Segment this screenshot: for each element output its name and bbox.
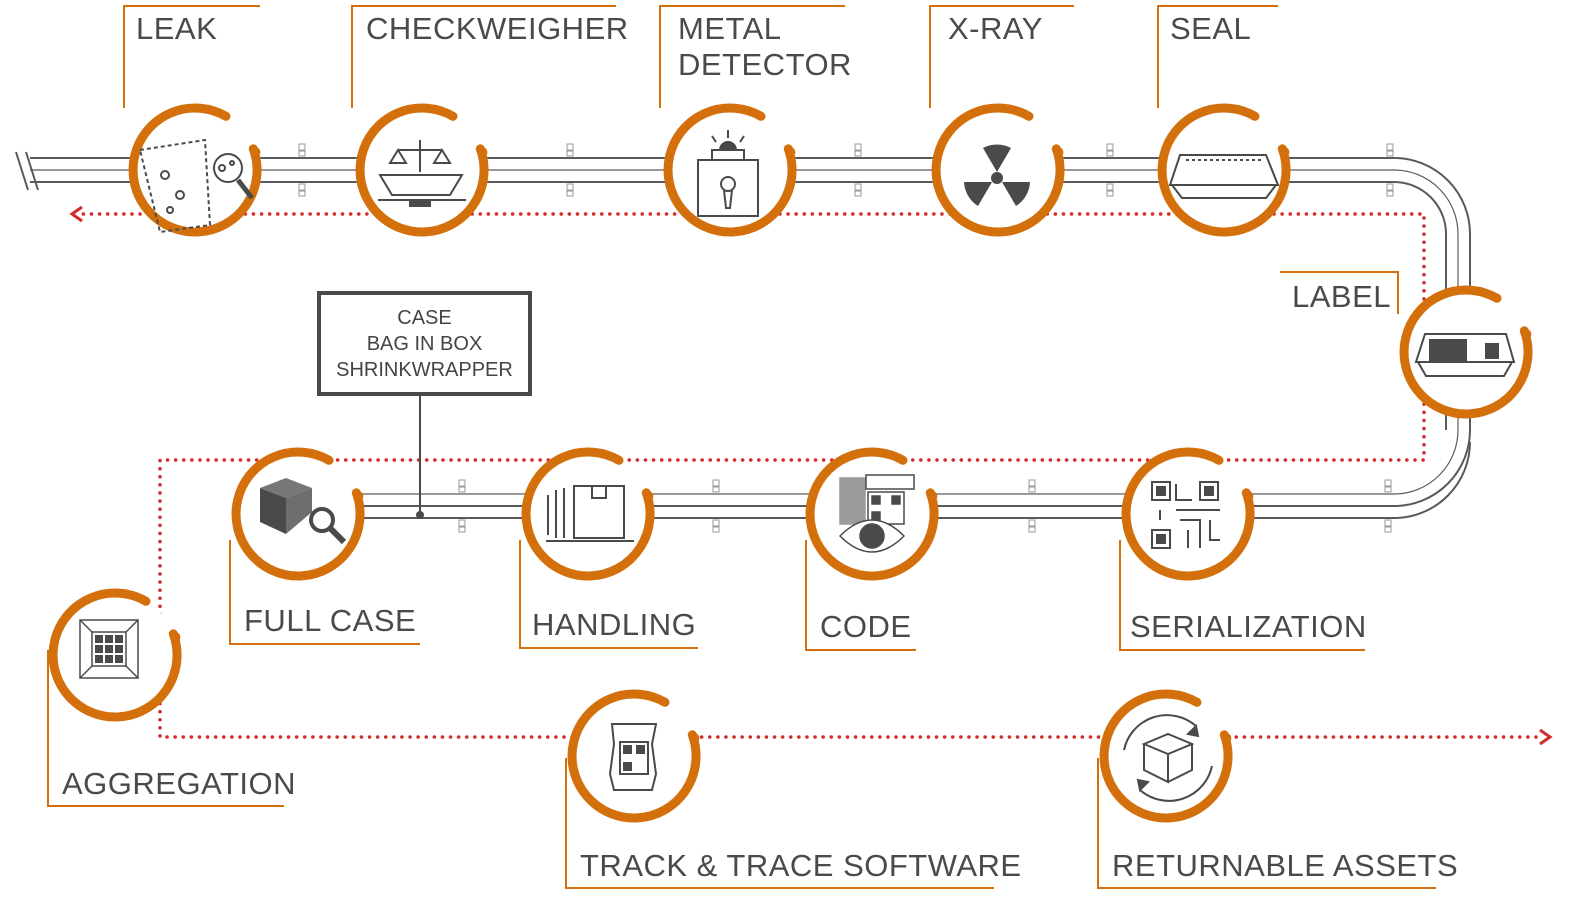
station-ring-serialization xyxy=(1121,447,1255,581)
aggregation-grid-icon xyxy=(79,619,139,679)
box-cycle-icon xyxy=(1123,714,1213,802)
station-label-xray: X-RAY xyxy=(948,11,1043,46)
station-label-aggregation: AGGREGATION xyxy=(62,766,297,801)
station-ring-handling xyxy=(521,447,655,581)
qr-code-icon xyxy=(1151,481,1220,549)
leak-bag-magnifier-icon xyxy=(138,138,254,234)
station-ring-track_trace xyxy=(567,689,701,823)
station-label-returnable-assets: RETURNABLE ASSETS xyxy=(1112,848,1459,883)
station-label-code: CODE xyxy=(820,609,912,644)
case-option-case: CASE xyxy=(397,307,452,329)
station-label-metal-detector-line1: METAL xyxy=(678,11,782,46)
station-label-seal: SEAL xyxy=(1170,11,1252,46)
station-label-track-trace: TRACK & TRACE SOFTWARE xyxy=(580,848,1022,883)
package-qr-icon xyxy=(608,723,658,791)
station-label-metal-detector-line2: DETECTOR xyxy=(678,47,852,82)
station-ring-leak xyxy=(128,103,262,237)
labeled-tray-icon xyxy=(1414,333,1516,377)
station-ring-returnable_assets xyxy=(1099,689,1233,823)
station-label-handling: HANDLING xyxy=(532,607,697,642)
station-ring-metal_detector xyxy=(663,103,797,237)
box-handling-icon xyxy=(546,485,634,542)
case-option-shrinkwrapper: SHRINKWRAPPER xyxy=(336,359,513,381)
sealed-tray-icon xyxy=(1168,154,1280,199)
station-ring-xray xyxy=(931,103,1065,237)
flow-arrow-right xyxy=(1539,728,1553,746)
station-ring-label xyxy=(1399,285,1533,419)
box-inspect-icon xyxy=(260,478,347,545)
station-ring-checkweigher xyxy=(355,103,489,237)
case-options-box: CASE BAG IN BOX SHRINKWRAPPER xyxy=(317,291,532,396)
metal-detector-icon xyxy=(697,130,759,217)
code-eye-icon xyxy=(838,474,915,553)
station-label-full-case: FULL CASE xyxy=(244,603,417,638)
station-label-checkweigher: CHECKWEIGHER xyxy=(366,11,629,46)
station-label-leak: LEAK xyxy=(136,11,218,46)
case-option-bag-in-box: BAG IN BOX xyxy=(366,333,483,355)
scale-icon xyxy=(378,140,466,207)
track-end-mark xyxy=(15,151,39,191)
station-ring-seal xyxy=(1157,103,1291,237)
label-callout-lines xyxy=(47,5,1436,889)
station-label-label: LABEL xyxy=(1292,279,1392,314)
radiation-icon xyxy=(964,144,1030,206)
station-label-serialization: SERIALIZATION xyxy=(1130,609,1367,644)
flow-arrow-left xyxy=(69,205,83,223)
